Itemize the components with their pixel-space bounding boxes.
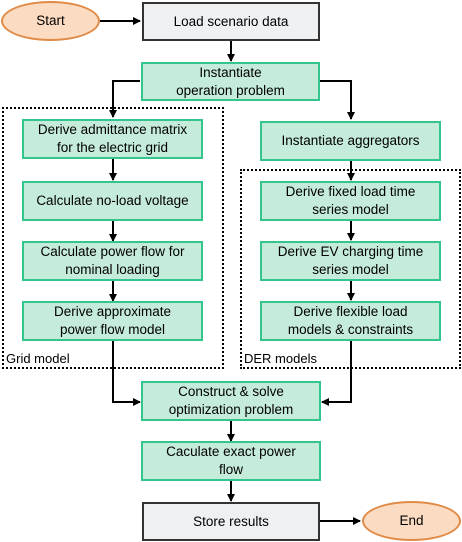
edge-instantiate-to-aggregators — [320, 80, 355, 120]
der-models-label: DER models — [244, 351, 317, 366]
start-terminal: Start — [1, 1, 100, 41]
load-scenario-data-step: Load scenario data — [142, 2, 320, 41]
calculate-no-load-voltage-step: Calculate no-load voltage — [22, 181, 203, 221]
edge-grid-to-construct — [112, 341, 141, 406]
calculate-power-flow-nominal-step: Calculate power flow for nominal loading — [22, 241, 203, 281]
edge-der-to-construct — [321, 341, 352, 406]
instantiate-aggregators-step: Instantiate aggregators — [260, 121, 441, 161]
instantiate-operation-problem-step: Instantiate operation problem — [141, 62, 320, 101]
derive-fixed-load-step: Derive fixed load time series model — [260, 181, 441, 221]
derive-flexible-load-step: Derive flexible load models & constraint… — [260, 301, 441, 341]
calculate-exact-power-flow-step: Caculate exact power flow — [141, 441, 321, 481]
derive-admittance-matrix-step: Derive admittance matrix for the electri… — [22, 119, 203, 159]
end-terminal: End — [362, 501, 461, 541]
store-results-step: Store results — [142, 502, 320, 541]
derive-approximate-power-flow-step: Derive approximate power flow model — [22, 301, 203, 341]
construct-solve-optimization-step: Construct & solve optimization problem — [141, 381, 321, 421]
edge-instantiate-to-grid — [109, 80, 140, 118]
derive-ev-charging-step: Derive EV charging time series model — [260, 241, 441, 281]
grid-model-label: Grid model — [6, 351, 70, 366]
